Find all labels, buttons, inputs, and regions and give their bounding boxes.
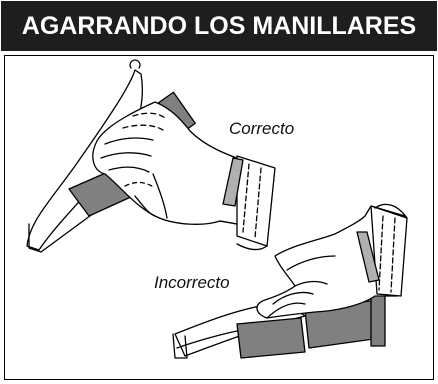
grip-illustration — [26, 59, 408, 359]
incorrect-cuff — [356, 203, 408, 297]
correct-hand — [92, 101, 246, 225]
incorrect-label: Incorrecto — [154, 273, 230, 292]
correct-label: Correcto — [229, 119, 295, 138]
incorrect-grip-end — [370, 293, 386, 347]
page-title: AGARRANDO LOS MANILLARES — [21, 11, 417, 40]
page-header: AGARRANDO LOS MANILLARES — [1, 1, 437, 51]
incorrect-grip-left — [236, 317, 306, 359]
illustration-panel: Correcto Incorrecto — [4, 55, 434, 380]
correct-cuff — [222, 155, 276, 251]
